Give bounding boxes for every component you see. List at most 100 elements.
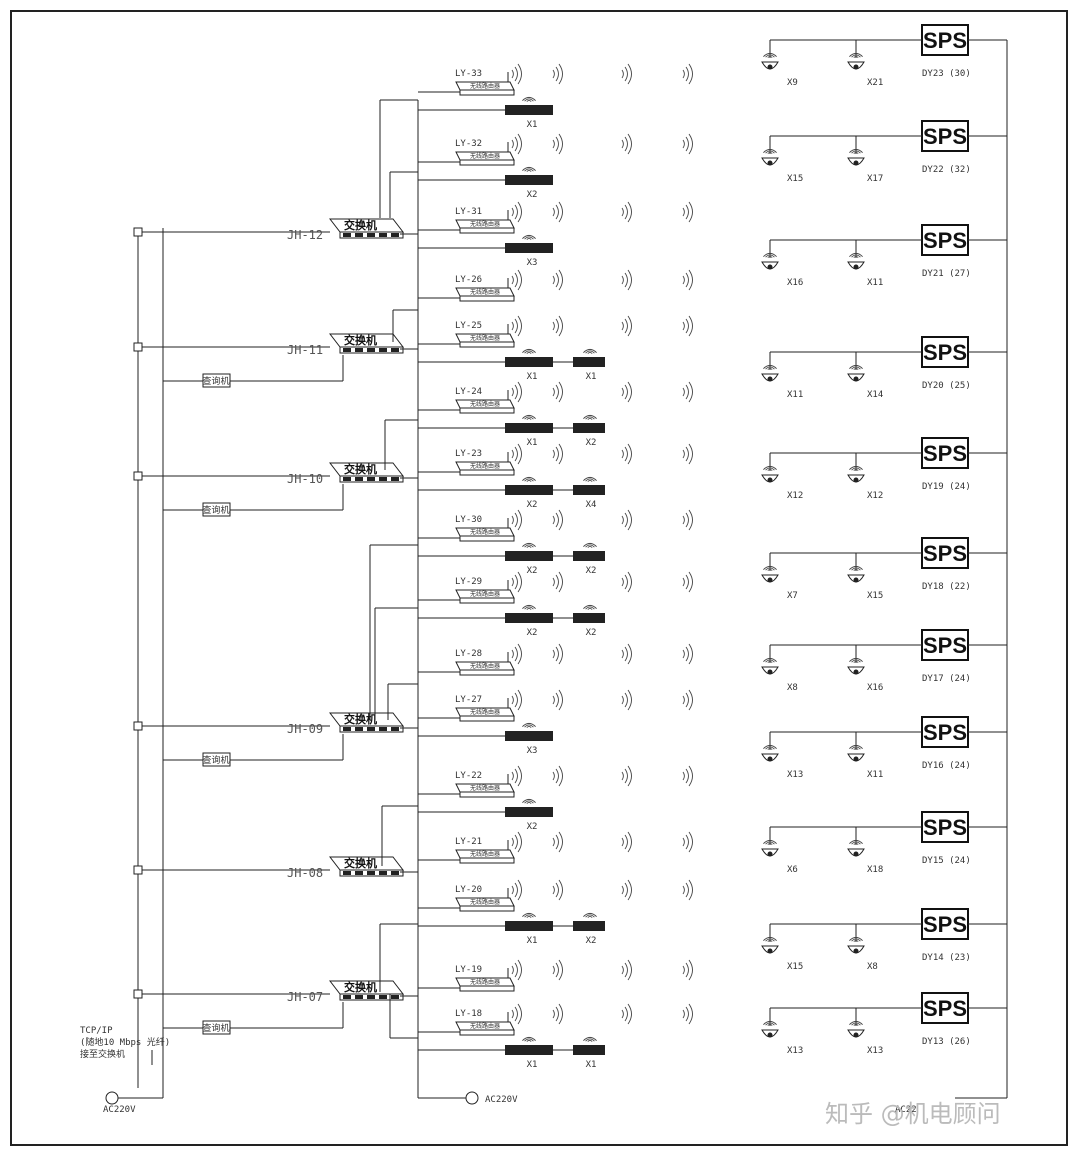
wifi-icon xyxy=(522,604,536,610)
router-signal-icon xyxy=(511,879,522,901)
signal-arc xyxy=(627,201,632,223)
signal-arc xyxy=(685,646,689,662)
router-name: 无线路由器 xyxy=(470,82,500,90)
wireless-signal-icon xyxy=(621,959,632,981)
dome-camera-icon xyxy=(761,574,779,583)
signal-arc xyxy=(624,272,628,288)
wifi-arc xyxy=(765,54,775,58)
signal-arc xyxy=(688,509,693,531)
network-switch xyxy=(328,980,405,1001)
router-base xyxy=(459,89,515,96)
wireless-signal-icon xyxy=(621,63,632,85)
signal-arc xyxy=(624,692,628,708)
camera-count: X8 xyxy=(867,962,878,972)
wifi-arc xyxy=(849,936,863,942)
signal-arc xyxy=(621,515,624,525)
switch-port xyxy=(379,348,387,352)
dome-camera-icon xyxy=(847,61,865,70)
router-base xyxy=(459,715,515,722)
wifi-icon xyxy=(583,476,597,482)
ap-count: X1 xyxy=(527,936,538,946)
wifi-arc xyxy=(853,469,859,471)
router-signal-icon xyxy=(511,201,522,223)
signal-arc xyxy=(517,381,522,403)
wireless-signal-icon xyxy=(682,689,693,711)
ap-count: X1 xyxy=(527,120,538,130)
signal-arc xyxy=(514,574,518,590)
wireless-signal-icon xyxy=(552,959,563,981)
camera-lens xyxy=(767,376,773,382)
router-id: LY-26 xyxy=(455,275,482,285)
sps-label: SPS xyxy=(923,633,967,658)
signal-arc xyxy=(552,577,555,587)
access-point-b xyxy=(573,551,605,561)
wireless-router: 无线路由器 xyxy=(455,81,515,96)
camera-lens xyxy=(853,577,859,583)
wifi-arc xyxy=(767,469,773,471)
camera-lens xyxy=(853,477,859,483)
dome-camera-icon xyxy=(761,157,779,166)
wifi-arc xyxy=(849,52,863,58)
camera-count: X11 xyxy=(867,770,883,780)
wifi-icon xyxy=(763,52,777,58)
camera-lens xyxy=(767,160,773,166)
wifi-arc xyxy=(849,364,863,370)
wireless-signal-icon xyxy=(682,571,693,593)
switch-port xyxy=(391,477,399,481)
signal-arc xyxy=(624,646,628,662)
sps-power-box: SPS xyxy=(921,437,969,469)
camera-lens xyxy=(853,264,859,270)
switch-port xyxy=(391,233,399,237)
signal-arc xyxy=(627,315,632,337)
wireless-router: 无线路由器 xyxy=(455,151,515,166)
signal-arc xyxy=(685,66,689,82)
wifi-icon xyxy=(583,542,597,548)
switch-port xyxy=(355,348,363,352)
signal-arc xyxy=(517,269,522,291)
wifi-arc xyxy=(763,1020,777,1026)
wifi-arc xyxy=(765,254,775,258)
wifi-icon xyxy=(522,542,536,548)
signal-arc xyxy=(555,692,559,708)
wifi-arc xyxy=(849,1020,863,1026)
signal-arc xyxy=(685,384,689,400)
switch-id: JH-10 xyxy=(287,472,323,486)
wifi-icon xyxy=(522,414,536,420)
signal-arc xyxy=(555,66,559,82)
wireless-router: 无线路由器 xyxy=(455,1021,515,1036)
query-terminal-label: 查询机 xyxy=(202,375,229,387)
camera-lens xyxy=(767,1032,773,1038)
wifi-arc xyxy=(851,841,861,845)
wifi-icon xyxy=(763,936,777,942)
signal-arc xyxy=(558,201,563,223)
wireless-router: 无线路由器 xyxy=(455,977,515,992)
signal-arc xyxy=(685,272,689,288)
sps-label: SPS xyxy=(923,541,967,566)
wireless-signal-icon xyxy=(621,269,632,291)
wireless-signal-icon xyxy=(552,643,563,665)
signal-arc xyxy=(624,574,628,590)
wifi-arc xyxy=(765,150,775,154)
wifi-arc xyxy=(853,843,859,845)
sps-power-box: SPS xyxy=(921,120,969,152)
wifi-arc xyxy=(526,726,532,728)
access-point-b xyxy=(573,1045,605,1055)
wireless-router: 无线路由器 xyxy=(455,527,515,542)
wireless-signal-icon xyxy=(682,879,693,901)
router-id: LY-23 xyxy=(455,449,482,459)
wifi-arc xyxy=(767,56,773,58)
signal-arc xyxy=(514,446,518,462)
wifi-icon xyxy=(763,839,777,845)
signal-arc xyxy=(621,387,624,397)
wifi-icon xyxy=(763,744,777,750)
wireless-signal-icon xyxy=(682,381,693,403)
router-base xyxy=(459,985,515,992)
wireless-router: 无线路由器 xyxy=(455,783,515,798)
signal-arc xyxy=(555,646,559,662)
dome-camera-icon xyxy=(761,1029,779,1038)
signal-arc xyxy=(511,885,514,895)
signal-arc xyxy=(688,133,693,155)
wifi-arc xyxy=(763,52,777,58)
dome-camera-icon xyxy=(847,157,865,166)
router-base xyxy=(459,341,515,348)
